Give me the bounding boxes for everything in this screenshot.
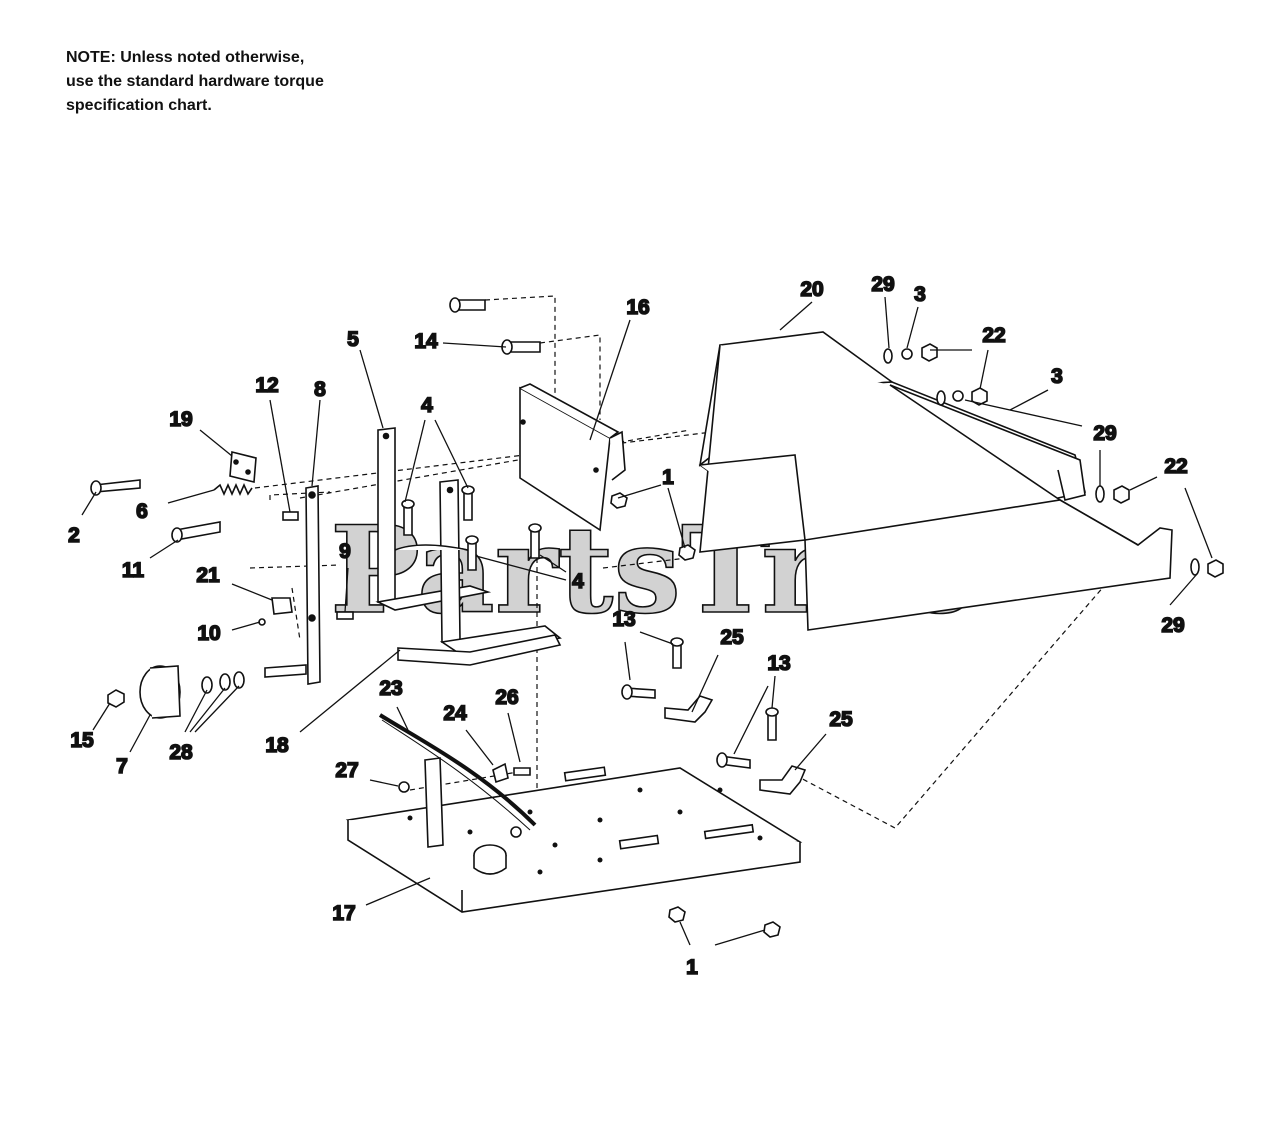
callout-22-right: 22 [1164, 455, 1187, 478]
callout-13-left: 13 [612, 608, 635, 631]
shield-part-16 [519, 383, 626, 532]
callout-25-right: 25 [829, 708, 853, 731]
callout-1-bottom: 1 [686, 956, 698, 979]
cable-part-23 [378, 713, 537, 831]
callout-27: 27 [335, 759, 358, 782]
callout-5: 5 [347, 328, 359, 351]
callout-13-right: 13 [767, 652, 790, 675]
note-line-2: use the standard hardware torque [66, 73, 324, 90]
callout-2: 2 [68, 524, 80, 547]
callout-18: 18 [265, 734, 289, 757]
base-plate-part-17 [345, 766, 803, 913]
note-line-3: specification chart. [66, 97, 212, 114]
callout-labels: 2 6 11 19 12 8 5 14 16 4 4 9 21 10 15 7 … [67, 272, 1188, 980]
callout-6: 6 [136, 500, 148, 523]
callout-3-top: 3 [914, 283, 926, 306]
callout-3-right: 3 [1051, 365, 1063, 388]
callout-28: 28 [169, 741, 193, 764]
hood-part-20 [698, 331, 1173, 631]
callout-15: 15 [70, 729, 94, 752]
callout-22-top: 22 [982, 324, 1005, 347]
note-line-1: NOTE: Unless noted otherwise, [66, 49, 305, 66]
callout-23: 23 [379, 677, 402, 700]
callout-24: 24 [443, 702, 467, 725]
callout-4-mid: 4 [572, 570, 584, 593]
leader-lines [81, 296, 1213, 946]
callout-11: 11 [122, 559, 145, 582]
callout-8: 8 [314, 378, 326, 401]
callout-12: 12 [255, 374, 278, 397]
bracket-part-5 [375, 427, 562, 655]
callout-4-top: 4 [421, 394, 433, 417]
callout-7: 7 [116, 755, 128, 778]
callout-9: 9 [339, 540, 351, 563]
callout-16: 16 [626, 296, 649, 319]
callout-19: 19 [169, 408, 192, 431]
spring-part-6 [213, 483, 253, 496]
arm-part-18 [397, 634, 562, 666]
callout-10: 10 [197, 622, 220, 645]
callout-1-top: 1 [662, 466, 674, 489]
plate-part-19 [229, 450, 257, 484]
callout-26: 26 [495, 686, 518, 709]
hardware [90, 297, 1224, 938]
torque-note: NOTE: Unless noted otherwise, use the st… [66, 46, 324, 118]
callout-29-bottom: 29 [1161, 614, 1184, 637]
callout-25-left: 25 [720, 626, 744, 649]
callout-29-mid: 29 [1093, 422, 1116, 445]
strap-bracket [424, 757, 444, 848]
lever-part-8 [305, 485, 321, 685]
callout-29-top: 29 [871, 273, 894, 296]
callout-20: 20 [800, 278, 823, 301]
callout-14: 14 [414, 330, 438, 353]
callout-17: 17 [332, 902, 355, 925]
callout-21: 21 [196, 564, 220, 587]
